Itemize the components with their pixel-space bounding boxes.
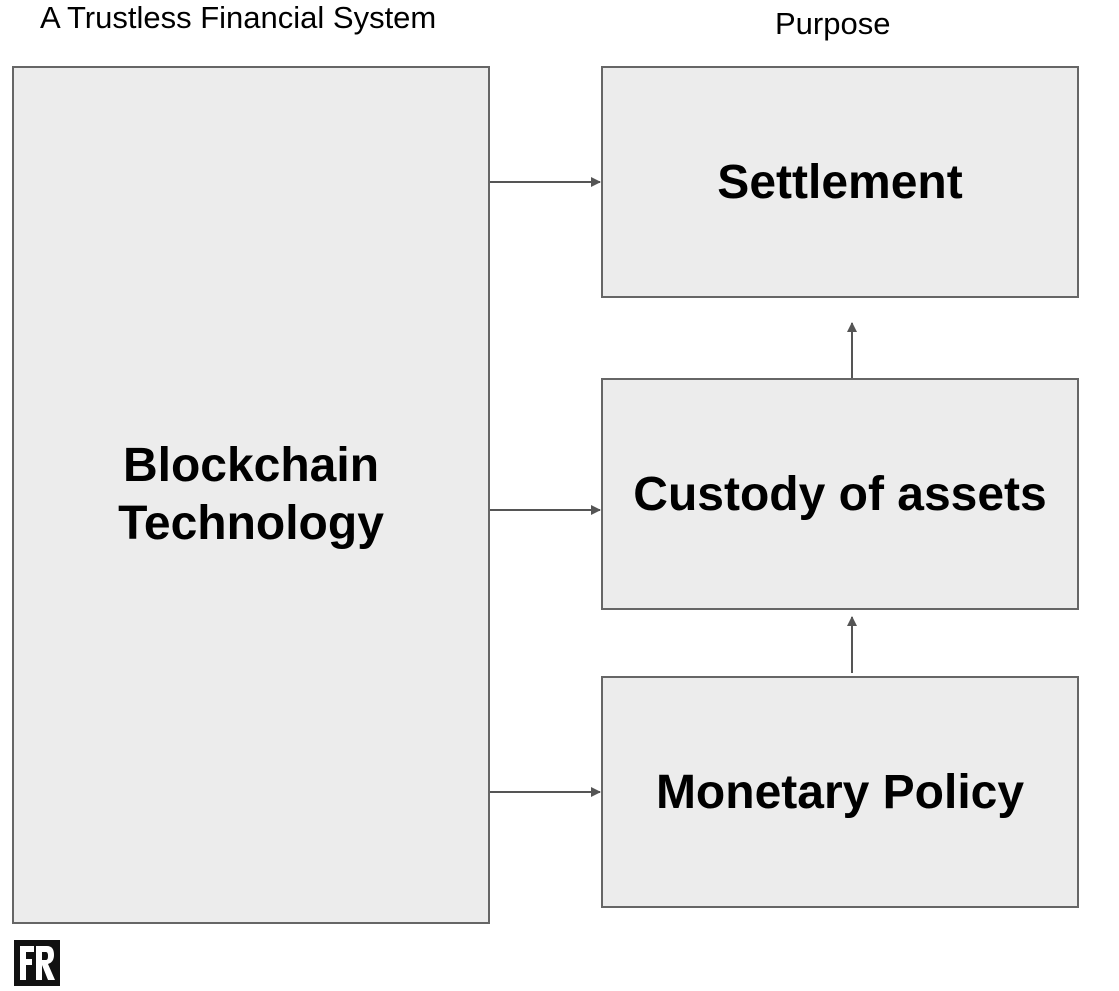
fr-logo-icon bbox=[14, 940, 60, 986]
diagram-title: A Trustless Financial System bbox=[40, 0, 437, 35]
purpose-heading: Purpose bbox=[775, 6, 891, 41]
blockchain-technology-box: Blockchain Technology bbox=[12, 66, 490, 924]
monetary-policy-box: Monetary Policy bbox=[601, 676, 1079, 908]
monetary-policy-label: Monetary Policy bbox=[655, 765, 1025, 819]
settlement-box: Settlement bbox=[601, 66, 1079, 298]
custody-box: Custody of assets bbox=[601, 378, 1079, 610]
settlement-label: Settlement bbox=[717, 155, 963, 209]
main-box-line-2: Technology bbox=[118, 497, 384, 550]
main-box-line-1: Blockchain bbox=[122, 439, 380, 492]
custody-label: Custody of assets bbox=[633, 467, 1047, 521]
